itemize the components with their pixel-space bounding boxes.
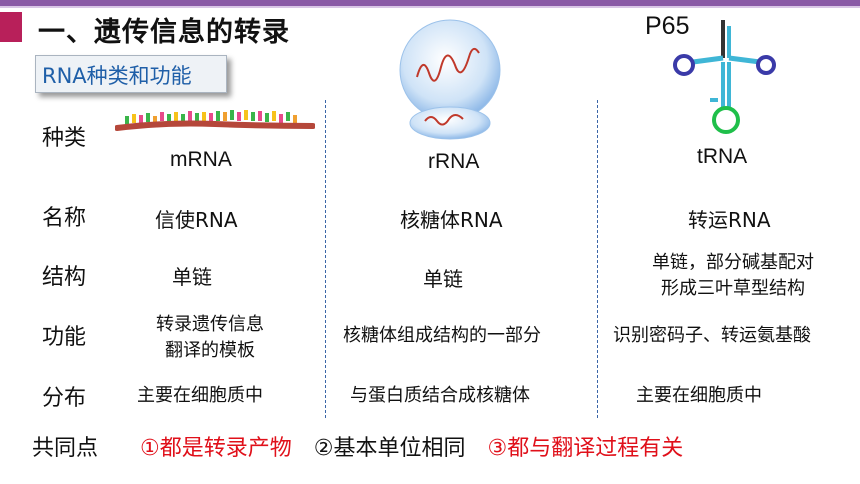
structure-trna-line: 单链，部分碱基配对 [652, 252, 814, 273]
structure-trna-line: 形成三叶草型结构 [661, 278, 805, 299]
ribosome-illustration [399, 19, 501, 140]
rrna-strand [416, 47, 480, 82]
column-divider [597, 100, 598, 418]
rrna-strand-small [424, 114, 464, 126]
distribution-rrna: 与蛋白质结合成核糖体 [350, 385, 530, 406]
type-mrna: mRNA [170, 148, 232, 171]
column-divider [325, 100, 326, 418]
common-point-2: ②基本单位相同 [313, 436, 466, 461]
row-label-distribution: 分布 [42, 386, 87, 411]
structure-mrna: 单链 [172, 265, 212, 289]
distribution-mrna: 主要在细胞质中 [137, 385, 263, 406]
trna-cloverleaf-illustration [673, 20, 776, 134]
function-mrna-line: 翻译的模板 [165, 340, 255, 361]
common-point-3: ③都与翻译过程有关 [487, 436, 684, 461]
row-label-function: 功能 [42, 325, 87, 350]
distribution-trna: 主要在细胞质中 [636, 385, 762, 406]
page-reference: P65 [645, 12, 690, 40]
common-label: 共同点 [32, 436, 99, 461]
mrna-bases [125, 110, 297, 125]
top-accent-bar [0, 0, 860, 6]
ribosome-large-subunit [399, 19, 501, 121]
structure-trna: 单链，部分碱基配对 形成三叶草型结构 [628, 250, 838, 302]
row-label-structure: 结构 [42, 265, 87, 290]
name-trna: 转运RNA [688, 208, 771, 232]
function-mrna: 转录遗传信息 翻译的模板 [140, 312, 280, 364]
type-rrna: rRNA [428, 150, 480, 173]
function-trna: 识别密码子、转运氨基酸 [613, 325, 811, 346]
common-points: 共同点 ①都是转录产物 ②基本单位相同 ③都与翻译过程有关 [32, 430, 683, 462]
section-label: RNA种类和功能 [42, 64, 192, 88]
function-mrna-line: 转录遗传信息 [156, 314, 264, 335]
function-rrna: 核糖体组成结构的一部分 [343, 325, 541, 346]
trna-t-loop [756, 55, 776, 75]
row-label-name: 名称 [42, 206, 87, 231]
title-side-marker [0, 12, 22, 42]
structure-rrna: 单链 [423, 267, 463, 291]
common-point-1: ①都是转录产物 [140, 436, 292, 461]
section-label-box [35, 55, 227, 93]
row-label-type: 种类 [42, 126, 87, 151]
mrna-strand-illustration [115, 110, 315, 131]
name-rrna: 核糖体RNA [400, 208, 503, 232]
mrna-backbone [115, 120, 315, 131]
type-trna: tRNA [697, 145, 748, 168]
name-mrna: 信使RNA [155, 208, 238, 232]
top-accent-bar-light [0, 6, 860, 8]
ribosome-small-subunit [409, 106, 491, 140]
trna-d-loop [673, 54, 695, 76]
trna-anticodon-loop [712, 106, 740, 134]
page-title: 一、遗传信息的转录 [38, 17, 290, 48]
